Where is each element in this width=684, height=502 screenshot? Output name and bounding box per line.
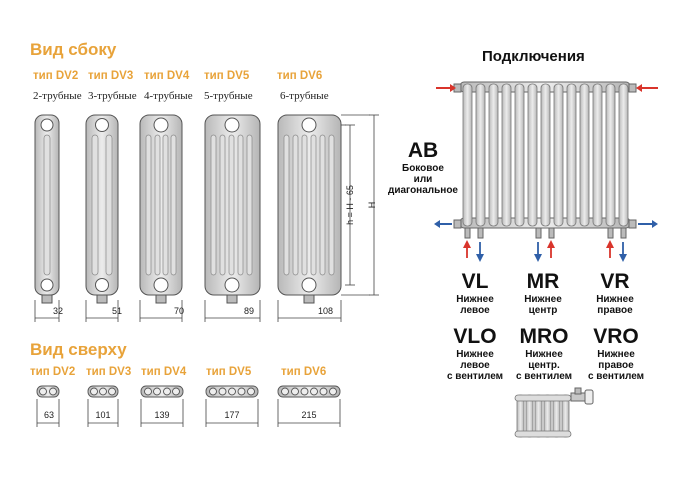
top-type-label: тип DV4 [141, 366, 187, 378]
side-view-drawings [34, 114, 379, 322]
connection-vro-desc: Нижнее правое с вентилем [577, 349, 655, 382]
desc-line: или [413, 174, 433, 185]
top-type-label: тип DV2 [30, 366, 76, 378]
side-type-label: тип DV4 [144, 70, 190, 82]
side-width-label: 70 [174, 306, 185, 316]
top-radiator-dv3 [87, 385, 119, 398]
top-radiator-dv4 [140, 385, 184, 398]
top-depth-label: 101 [95, 410, 111, 420]
connection-mro-desc: Нижнее центр. с вентилем [505, 349, 583, 382]
side-type-label: тип DV2 [33, 70, 79, 82]
desc-line: Нижнее [524, 294, 562, 305]
desc-line: центр [528, 305, 558, 316]
side-pipe-label: 5-трубные [204, 90, 253, 102]
desc-line: Нижнее [525, 349, 563, 360]
side-pipe-label: 2-трубные [33, 90, 82, 102]
connection-vr-code: VR [600, 270, 630, 293]
valve-radiator-illustration [514, 387, 594, 438]
desc-line: с вентилем [587, 371, 645, 382]
top-depth-label: 215 [301, 410, 317, 420]
top-depth-label: 139 [154, 410, 170, 420]
connection-mr-code: MR [526, 270, 560, 293]
connection-vl-desc: Нижнее левое [445, 294, 505, 316]
connection-vr-desc: Нижнее правое [585, 294, 645, 316]
side-view-title: Вид сбоку [30, 40, 117, 59]
width-dimensions [34, 300, 342, 322]
height-dimension [341, 114, 379, 296]
side-type-label: тип DV6 [277, 70, 323, 82]
side-width-label: 108 [318, 306, 334, 316]
desc-line: Нижнее [456, 294, 494, 305]
desc-line: правое [598, 360, 634, 371]
top-view-title: Вид сверху [30, 340, 127, 359]
depth-dimensions [36, 399, 341, 427]
connection-vlo-desc: Нижнее левое с вентилем [437, 349, 513, 382]
side-type-label: тип DV3 [88, 70, 134, 82]
desc-line: с вентилем [446, 371, 504, 382]
inner-height-label: h = H - 65 [345, 185, 355, 225]
side-pipe-label: 4-трубные [144, 90, 193, 102]
connection-mr-desc: Нижнее центр [513, 294, 573, 316]
connections-title: Подключения [482, 48, 585, 65]
connection-ab-code: AB [407, 139, 439, 162]
desc-line: правое [597, 305, 633, 316]
desc-line: с вентилем [515, 371, 573, 382]
desc-line: диагональное [387, 185, 458, 196]
desc-line: Нижнее [596, 294, 634, 305]
desc-line: центр. [528, 360, 560, 371]
outer-height-label: H [367, 201, 377, 209]
top-type-label: тип DV6 [281, 366, 327, 378]
side-pipe-label: 6-трубные [280, 90, 329, 102]
side-width-label: 32 [53, 306, 64, 316]
top-depth-label: 63 [43, 410, 54, 420]
connection-vlo-code: VLO [453, 325, 497, 348]
desc-line: левое [460, 305, 490, 316]
top-radiator-dv6 [277, 385, 341, 398]
side-width-label: 51 [112, 306, 123, 316]
connection-mro-code: MRO [519, 325, 569, 348]
desc-line: Нижнее [597, 349, 635, 360]
desc-line: левое [460, 360, 490, 371]
top-radiator-dv2 [36, 385, 60, 398]
connection-vl-code: VL [461, 270, 489, 293]
valve-icon [570, 387, 594, 405]
side-radiator-dv6 [277, 114, 342, 304]
side-radiator-dv4 [139, 114, 183, 304]
top-depth-label: 177 [224, 410, 240, 420]
side-pipe-label: 3-трубные [88, 90, 137, 102]
side-radiator-dv2 [34, 114, 60, 304]
side-radiator-dv3 [85, 114, 119, 304]
top-type-label: тип DV5 [206, 366, 252, 378]
connection-radiator [434, 81, 658, 262]
top-type-label: тип DV3 [86, 366, 132, 378]
connection-vro-code: VRO [593, 325, 639, 348]
top-radiator-dv5 [205, 385, 259, 398]
desc-line: Боковое [402, 163, 444, 174]
connection-ab-desc: Боковое или диагональное [383, 163, 463, 196]
side-width-label: 89 [244, 306, 255, 316]
side-type-label: тип DV5 [204, 70, 250, 82]
side-radiator-dv5 [204, 114, 261, 304]
desc-line: Нижнее [456, 349, 494, 360]
top-view-drawings [36, 385, 341, 427]
